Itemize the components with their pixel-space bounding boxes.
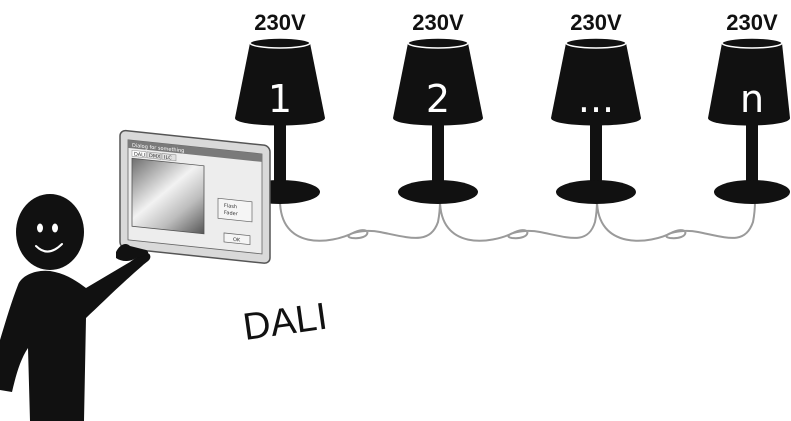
dali-label: DALI [240,296,330,349]
lamp-stem [432,125,444,183]
person-eye-right [52,224,58,233]
lamp-3: 230V ... [551,10,641,204]
panel-tab-dali-label: DALI [134,151,145,158]
lamp-number: 1 [268,77,292,121]
lamp-number: 2 [426,77,450,121]
lamp-base [398,180,478,204]
lamp-voltage-label: 230V [570,10,622,35]
lamp-shade-rim [250,38,310,48]
panel-preview-area [132,158,204,234]
lamp-2: 230V 2 [393,10,483,204]
dali-bus-cable [280,200,755,241]
lamp-base [714,180,790,204]
lamp-shade-rim [408,38,468,48]
lamp-4: 230V n [708,10,790,204]
lamp-stem [746,125,758,183]
panel-tab-dmx-label: DMX [149,153,161,160]
lamp-stem [590,125,602,183]
lamp-shade-rim [722,38,782,48]
lamp-shade-rim [566,38,626,48]
panel-tab-ilc-label: ILC [164,155,172,162]
person-eye-left [37,224,43,233]
lamp-voltage-label: 230V [254,10,306,35]
person-head [16,194,84,270]
lamp-number: n [740,77,764,121]
touch-panel: Dialog for something DALI DMX ILC Flash … [120,130,270,264]
lamp-voltage-label: 230V [412,10,464,35]
lamp-number: ... [578,77,614,121]
lamp-voltage-label: 230V [726,10,778,35]
lamp-stem [274,125,286,183]
person-body [0,253,150,421]
lamp-base [556,180,636,204]
panel-ok-label: OK [233,237,241,244]
